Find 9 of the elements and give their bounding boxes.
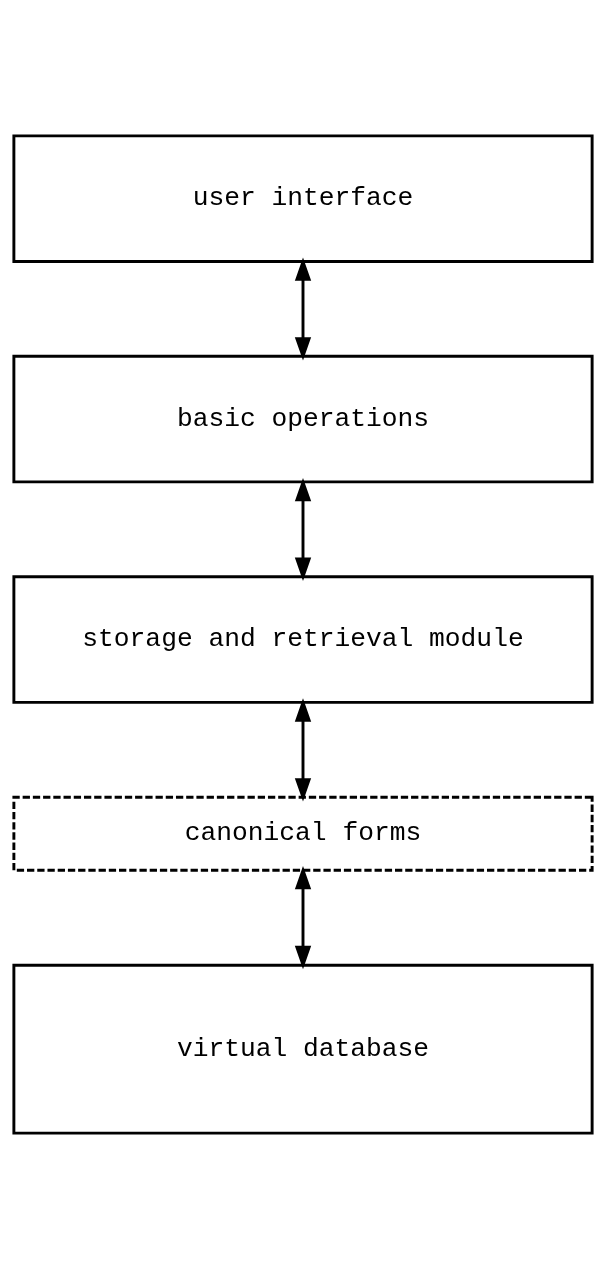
- arrow: [294, 477, 312, 581]
- arrow: [294, 697, 312, 802]
- node-box: storage and retrieval module: [12, 574, 594, 704]
- node-box: virtual database: [12, 963, 594, 1135]
- node-box: user interface: [12, 133, 594, 263]
- node-box: basic operations: [12, 354, 594, 483]
- arrow: [294, 865, 312, 969]
- arrow: [294, 256, 312, 361]
- node-box: canonical forms: [12, 795, 594, 872]
